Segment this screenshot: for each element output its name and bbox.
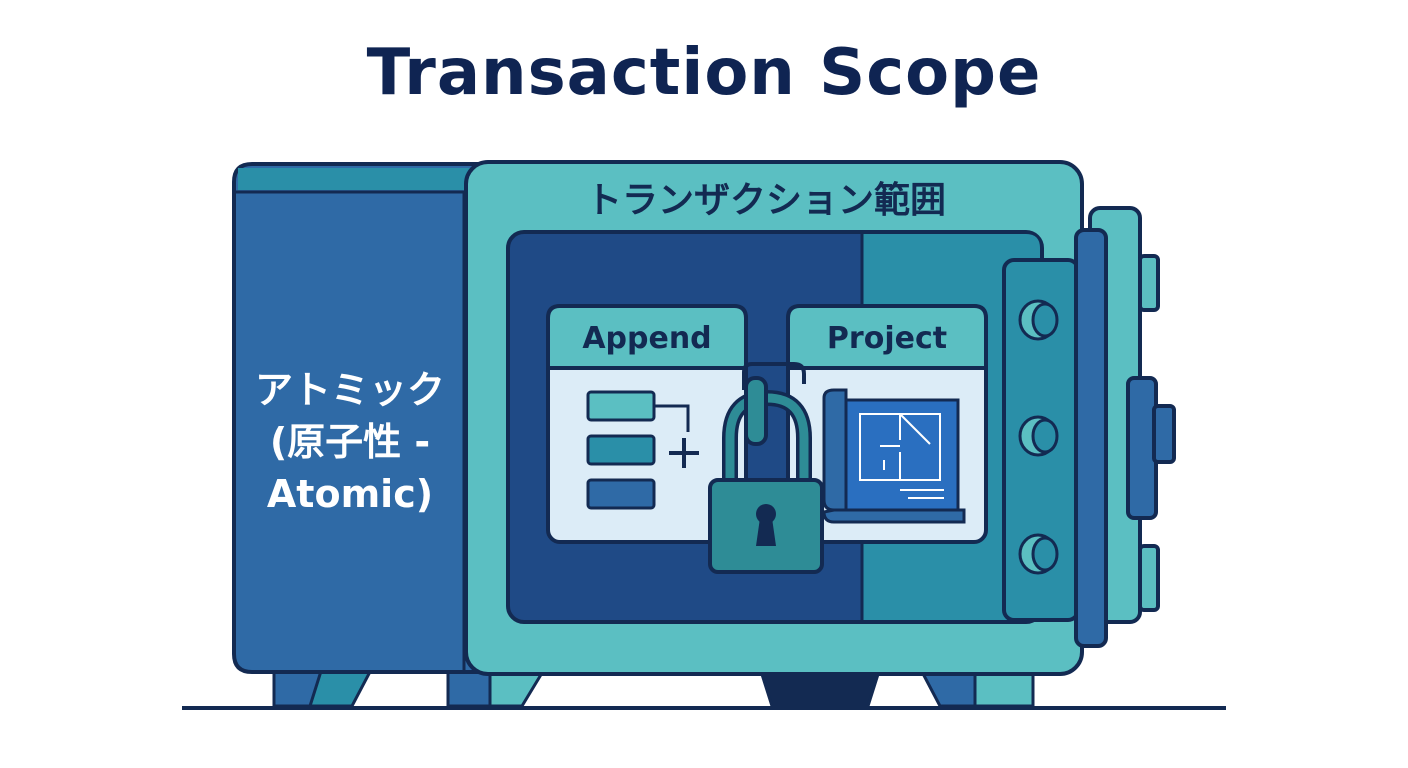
project-card: Project bbox=[786, 304, 988, 544]
bolt-icon bbox=[1018, 533, 1059, 575]
blueprint-icon bbox=[822, 388, 966, 524]
page-title: Transaction Scope bbox=[366, 36, 1042, 110]
scope-label: トランザクション範囲 bbox=[586, 180, 946, 221]
safe-feet bbox=[272, 666, 1035, 708]
plus-icon bbox=[669, 438, 699, 468]
atomic-label-line-1: アトミック bbox=[255, 368, 445, 412]
atomic-label: アトミック (原子性 - Atomic) bbox=[255, 368, 445, 516]
bolt-icon bbox=[1018, 299, 1059, 341]
padlock-icon bbox=[708, 362, 824, 574]
safe-door bbox=[1002, 206, 1176, 648]
atomic-label-line-2: (原子性 - bbox=[270, 420, 430, 464]
flowchart-icon bbox=[586, 390, 690, 510]
project-card-label: Project bbox=[827, 321, 947, 356]
atomic-label-line-3: Atomic) bbox=[267, 472, 433, 516]
bolt-icon bbox=[1018, 415, 1059, 457]
append-card-label: Append bbox=[582, 321, 711, 356]
door-bolts bbox=[1018, 299, 1059, 575]
